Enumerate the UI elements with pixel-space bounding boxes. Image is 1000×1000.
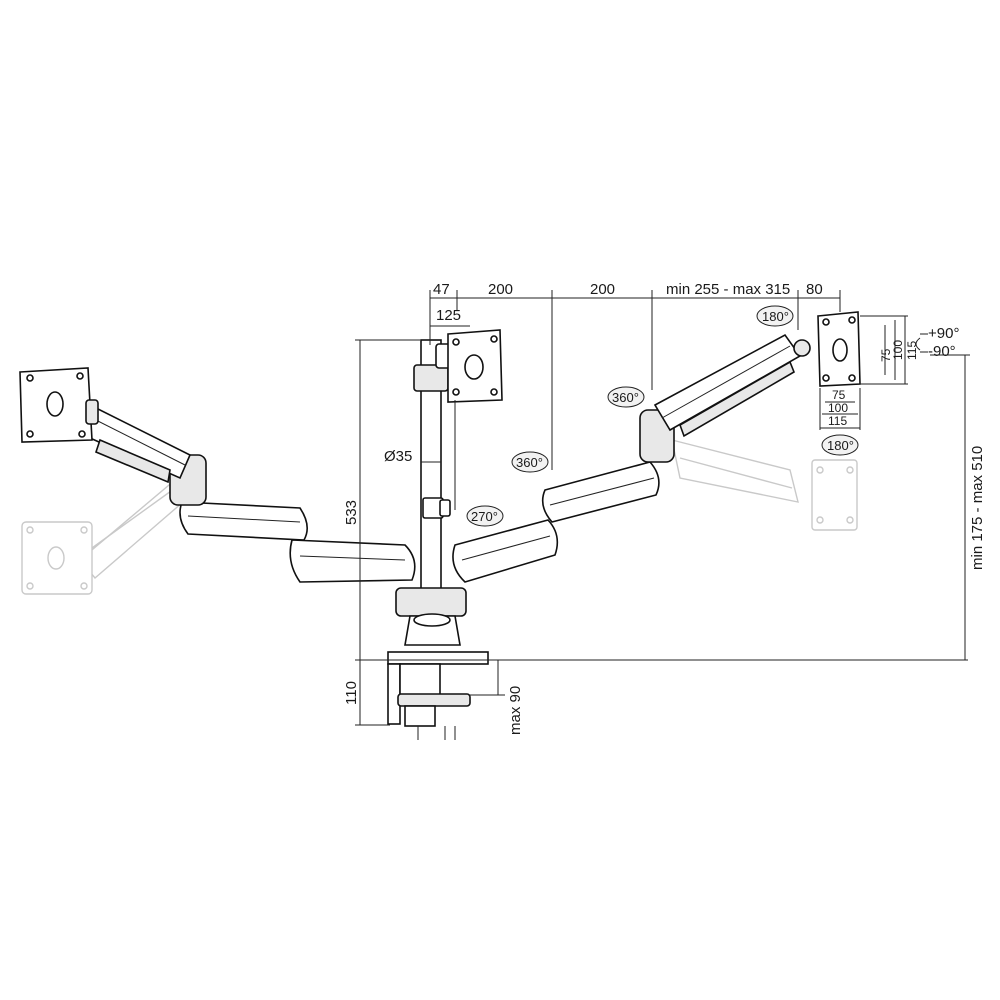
pole-height-dimension — [355, 339, 420, 660]
dim-arm-range: min 255 - max 315 — [666, 281, 790, 298]
right-height-dimension — [930, 354, 970, 660]
desk-clamp — [387, 651, 489, 740]
rotation-360-right: 360° — [612, 390, 639, 405]
tilt-down-label: -90° — [928, 343, 956, 360]
left-arm — [71, 398, 416, 583]
rotation-360-mid: 360° — [516, 455, 543, 470]
dim-80: 80 — [806, 281, 823, 298]
center-vesa-plate — [435, 329, 503, 403]
left-vesa-plate — [19, 367, 99, 443]
dim-125: 125 — [436, 307, 461, 324]
clamp-depth-label: 110 — [343, 681, 360, 705]
clamp-thickness-label: max 90 — [507, 686, 524, 735]
rotation-270: 270° — [471, 509, 498, 524]
base-collar — [395, 587, 467, 646]
vesa-v115: 115 — [905, 341, 919, 360]
tilt-indicator — [915, 333, 928, 353]
pole-height-label: 533 — [343, 500, 360, 525]
badge-270 — [466, 505, 504, 527]
right-vesa-plate — [817, 311, 861, 387]
rotation-180-top: 180° — [762, 309, 789, 324]
dim-47: 47 — [433, 281, 450, 298]
vesa-v100: 100 — [891, 340, 905, 360]
vesa-dimension-lines — [819, 315, 908, 430]
badge-180-top — [756, 305, 794, 327]
rotation-180-bottom: 180° — [827, 438, 854, 453]
clamp-dimensions — [355, 660, 505, 726]
center-pole — [413, 339, 451, 599]
dim-200-second: 200 — [590, 281, 615, 298]
vesa-v75: 75 — [879, 348, 893, 362]
right-height-label: min 175 - max 510 — [969, 446, 986, 570]
ghost-left-monitor-arm — [21, 479, 192, 595]
pole-diameter-label: Ø35 — [384, 448, 412, 465]
badge-360-mid — [511, 451, 549, 473]
top-dimension-lines — [429, 290, 841, 510]
dim-200-first: 200 — [488, 281, 513, 298]
right-arm — [452, 333, 811, 583]
badge-180-bottom — [821, 434, 859, 456]
badge-360-right — [607, 386, 645, 408]
ghost-right-monitor-arm — [671, 439, 858, 531]
vesa-h75: 75 — [832, 388, 846, 402]
vesa-h115: 115 — [828, 414, 847, 428]
vesa-h100: 100 — [828, 401, 848, 415]
tilt-up-label: +90° — [928, 325, 959, 342]
